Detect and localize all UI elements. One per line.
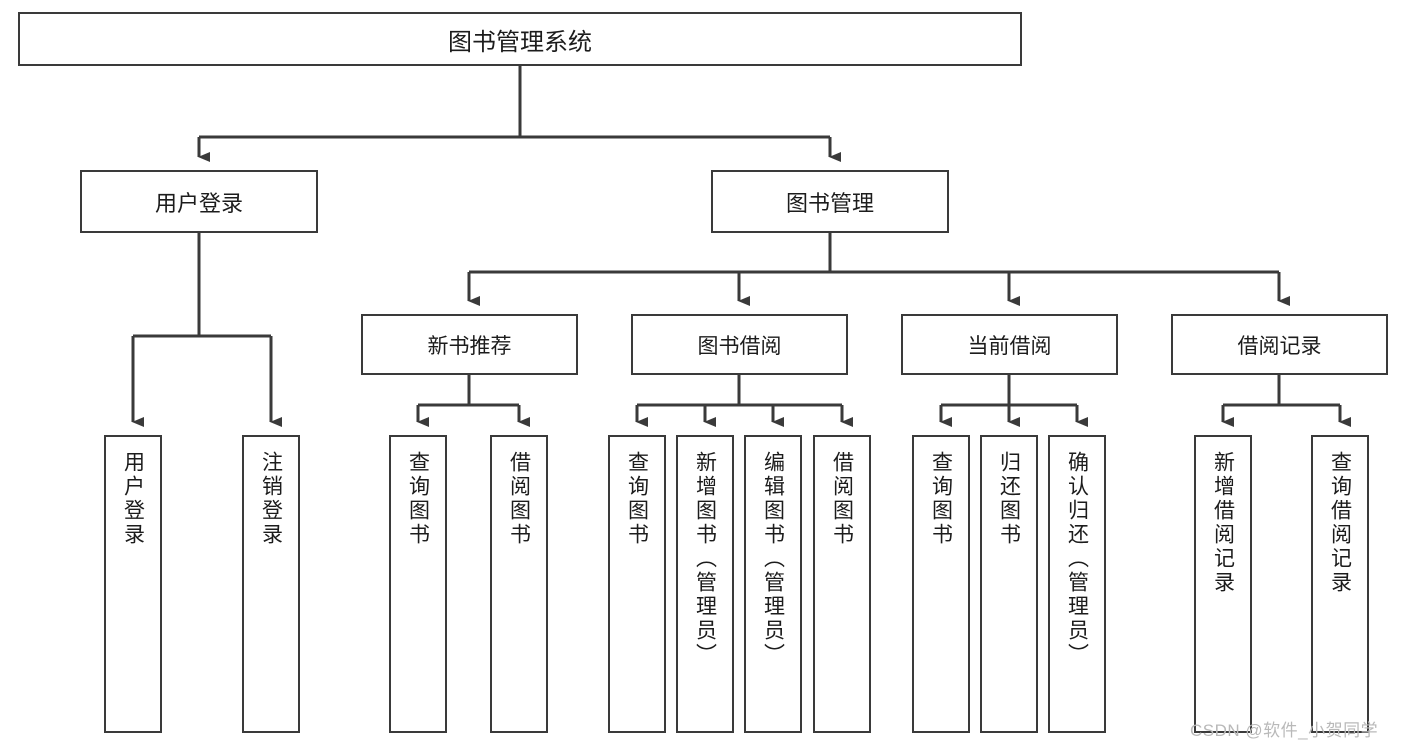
leaf-borrow-book-label: 借阅图书 [830,451,854,547]
node-root[interactable]: 图书管理系统 [18,12,1022,66]
leaf-query-book-recommend-label: 查询图书 [406,451,430,547]
node-book-management-label: 图书管理 [785,190,874,216]
node-user-login[interactable]: 用户登录 [80,170,318,233]
leaf-query-book-recommend[interactable]: 查询图书 [389,435,447,733]
node-borrow-records[interactable]: 借阅记录 [1171,314,1388,375]
node-root-label: 图书管理系统 [448,28,592,56]
node-book-management[interactable]: 图书管理 [711,170,949,233]
node-new-book-recommend[interactable]: 新书推荐 [361,314,578,375]
leaf-query-book-borrow-label: 查询图书 [625,451,649,547]
leaf-query-borrow-record[interactable]: 查询借阅记录 [1311,435,1369,733]
leaf-edit-book-admin[interactable]: 编辑图书（管理员） [744,435,802,733]
leaf-borrow-book[interactable]: 借阅图书 [813,435,871,733]
leaf-add-book-admin-label: 新增图书（管理员） [693,451,717,667]
leaf-logout-label: 注销登录 [259,451,283,547]
leaf-logout[interactable]: 注销登录 [242,435,300,733]
node-current-borrow-label: 当前借阅 [967,334,1052,358]
leaf-add-book-admin[interactable]: 新增图书（管理员） [676,435,734,733]
leaf-query-book-current-label: 查询图书 [929,451,953,547]
node-new-book-recommend-label: 新书推荐 [427,334,512,358]
leaf-return-book-label: 归还图书 [997,451,1021,547]
leaf-confirm-return-admin-label: 确认归还（管理员） [1065,451,1089,667]
leaf-confirm-return-admin[interactable]: 确认归还（管理员） [1048,435,1106,733]
leaf-query-borrow-record-label: 查询借阅记录 [1328,451,1352,595]
leaf-user-login-label: 用户登录 [121,451,145,547]
leaf-query-book-current[interactable]: 查询图书 [912,435,970,733]
leaf-return-book[interactable]: 归还图书 [980,435,1038,733]
leaf-user-login[interactable]: 用户登录 [104,435,162,733]
leaf-borrow-book-recommend-label: 借阅图书 [507,451,531,547]
leaf-query-book-borrow[interactable]: 查询图书 [608,435,666,733]
node-book-borrow-label: 图书借阅 [697,334,782,358]
node-user-login-label: 用户登录 [154,190,243,216]
node-borrow-records-label: 借阅记录 [1237,334,1322,358]
leaf-borrow-book-recommend[interactable]: 借阅图书 [490,435,548,733]
leaf-edit-book-admin-label: 编辑图书（管理员） [761,451,785,667]
node-book-borrow[interactable]: 图书借阅 [631,314,848,375]
node-current-borrow[interactable]: 当前借阅 [901,314,1118,375]
leaf-add-borrow-record[interactable]: 新增借阅记录 [1194,435,1252,733]
watermark-text: CSDN @软件_小贺同学 [1190,721,1379,740]
leaf-add-borrow-record-label: 新增借阅记录 [1211,451,1235,595]
